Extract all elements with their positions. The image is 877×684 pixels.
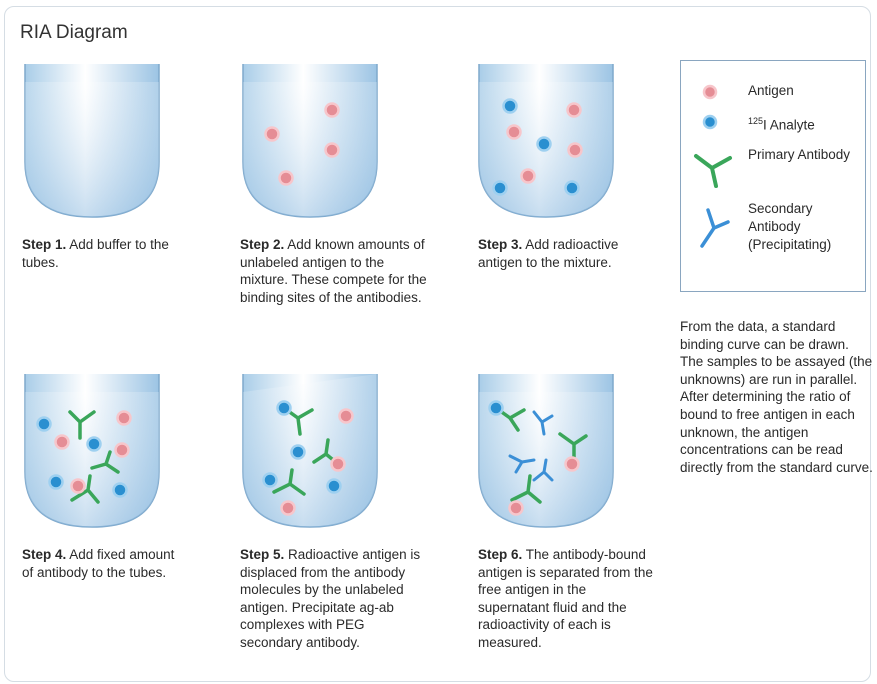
- primary-antibody-icon: [692, 150, 740, 190]
- step-2-caption: Step 2. Add known amounts of unlabeled a…: [240, 236, 430, 306]
- legend-analyte-superscript: 125: [748, 116, 763, 126]
- step-1-caption: Step 1. Add buffer to the tubes.: [22, 236, 182, 271]
- tube-step-2: [240, 62, 380, 222]
- step-5-caption: Step 5. Radioactive antigen is displaced…: [240, 546, 430, 651]
- step-5-label: Step 5.: [240, 547, 284, 562]
- diagram-title: RIA Diagram: [20, 22, 128, 44]
- step-6-text: The antibody-bound antigen is separated …: [478, 547, 653, 650]
- step-4-caption: Step 4. Add fixed amount of antibody to …: [22, 546, 187, 581]
- step-5-text: Radioactive antigen is displaced from th…: [240, 547, 420, 650]
- step-2-label: Step 2.: [240, 237, 284, 252]
- tube-step-4: [22, 372, 162, 532]
- tube-step-3: [476, 62, 616, 222]
- tube-step-6: [476, 372, 616, 532]
- legend-analyte-label: 125I Analyte: [748, 112, 815, 135]
- legend-primary-label: Primary Antibody: [748, 146, 858, 164]
- secondary-antibody-icon: [694, 206, 742, 254]
- antigen-legend-icon: [700, 82, 720, 102]
- legend-secondary-label: Secondary Antibody (Precipitating): [748, 200, 860, 254]
- legend-analyte-text: I Analyte: [763, 118, 815, 133]
- step-6-caption: Step 6. The antibody-bound antigen is se…: [478, 546, 653, 651]
- side-note: From the data, a standard binding curve …: [680, 318, 875, 476]
- step-3-caption: Step 3. Add radioactive antigen to the m…: [478, 236, 643, 271]
- step-4-label: Step 4.: [22, 547, 66, 562]
- step-6-label: Step 6.: [478, 547, 522, 562]
- analyte-legend-icon: [700, 112, 720, 132]
- step-1-label: Step 1.: [22, 237, 66, 252]
- tube-step-5: [240, 372, 380, 532]
- tube-step-1: [22, 62, 162, 222]
- step-3-label: Step 3.: [478, 237, 522, 252]
- legend-antigen-label: Antigen: [748, 82, 794, 100]
